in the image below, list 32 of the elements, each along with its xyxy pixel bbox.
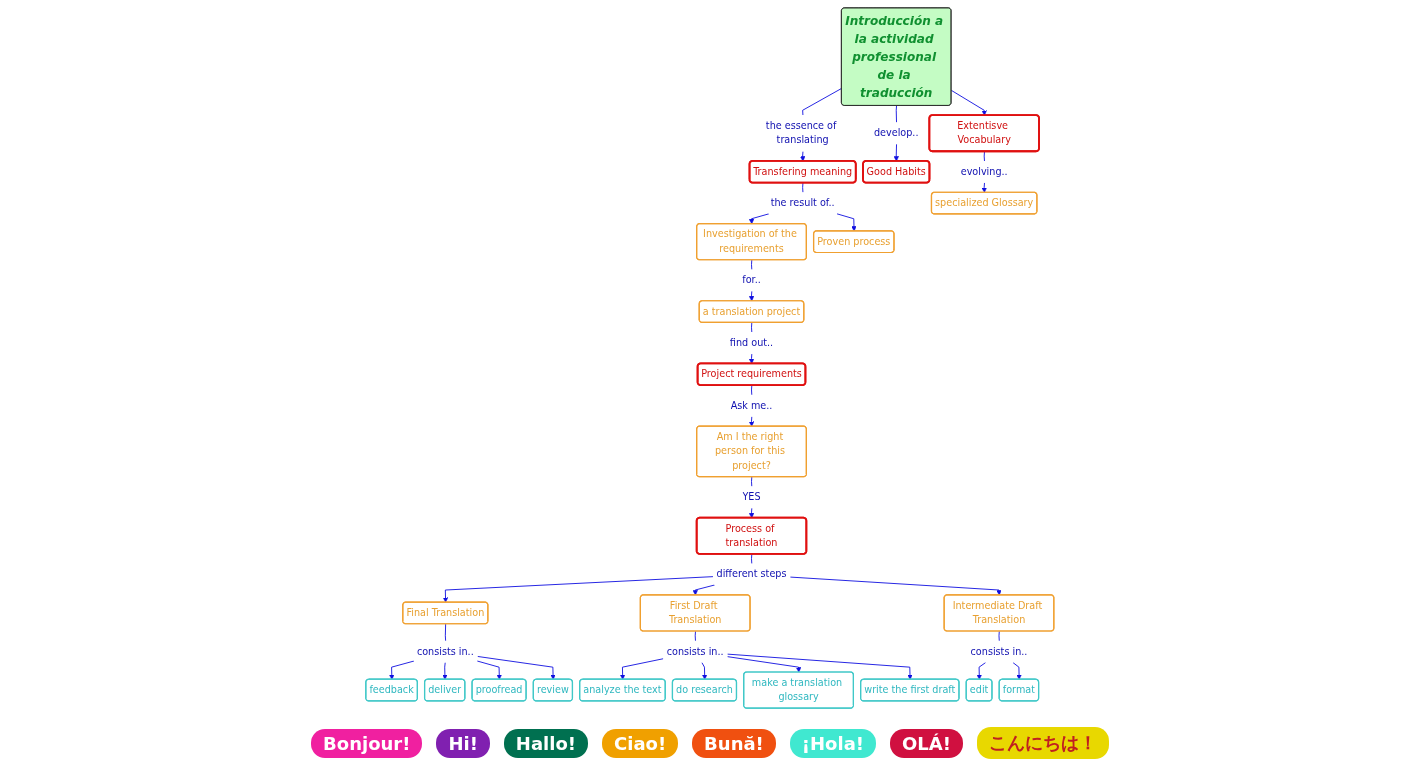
node-text: YES — [742, 490, 761, 503]
greeting-bubble: Ciao! — [602, 728, 679, 758]
connector — [895, 104, 898, 123]
connector — [751, 321, 753, 333]
connector — [802, 87, 843, 116]
node-text: develop.. — [874, 126, 919, 139]
node-text: find out.. — [730, 336, 774, 348]
connector — [983, 150, 986, 162]
connector — [751, 384, 753, 395]
greeting-bubble: OLÁ! — [890, 728, 963, 758]
node-text: the essence of translating — [766, 119, 837, 146]
node-text: for.. — [742, 273, 761, 286]
node-text: different steps — [716, 567, 787, 580]
greeting-bubble: こんにちは！ — [976, 727, 1109, 759]
greeting-bubble: ¡Hola! — [789, 728, 876, 758]
connector — [445, 623, 447, 641]
node-text: the result of.. — [770, 196, 835, 209]
greeting-bubble: Hi! — [436, 728, 490, 758]
node-text: consists in.. — [417, 644, 474, 657]
greeting-bubble: Hallo! — [503, 728, 588, 758]
node-text: evolving.. — [960, 165, 1008, 177]
connector — [998, 630, 1000, 641]
greeting-bubble: Bonjour! — [311, 728, 423, 758]
node-text: Ask me.. — [730, 399, 773, 411]
greeting-bubble: Bună! — [692, 728, 776, 758]
connector — [751, 259, 753, 270]
node-text: consists in.. — [970, 644, 1028, 657]
connector — [751, 553, 753, 564]
connector — [751, 476, 753, 487]
connector — [802, 181, 804, 193]
connector — [694, 630, 697, 641]
node-text: consists in.. — [666, 644, 724, 657]
